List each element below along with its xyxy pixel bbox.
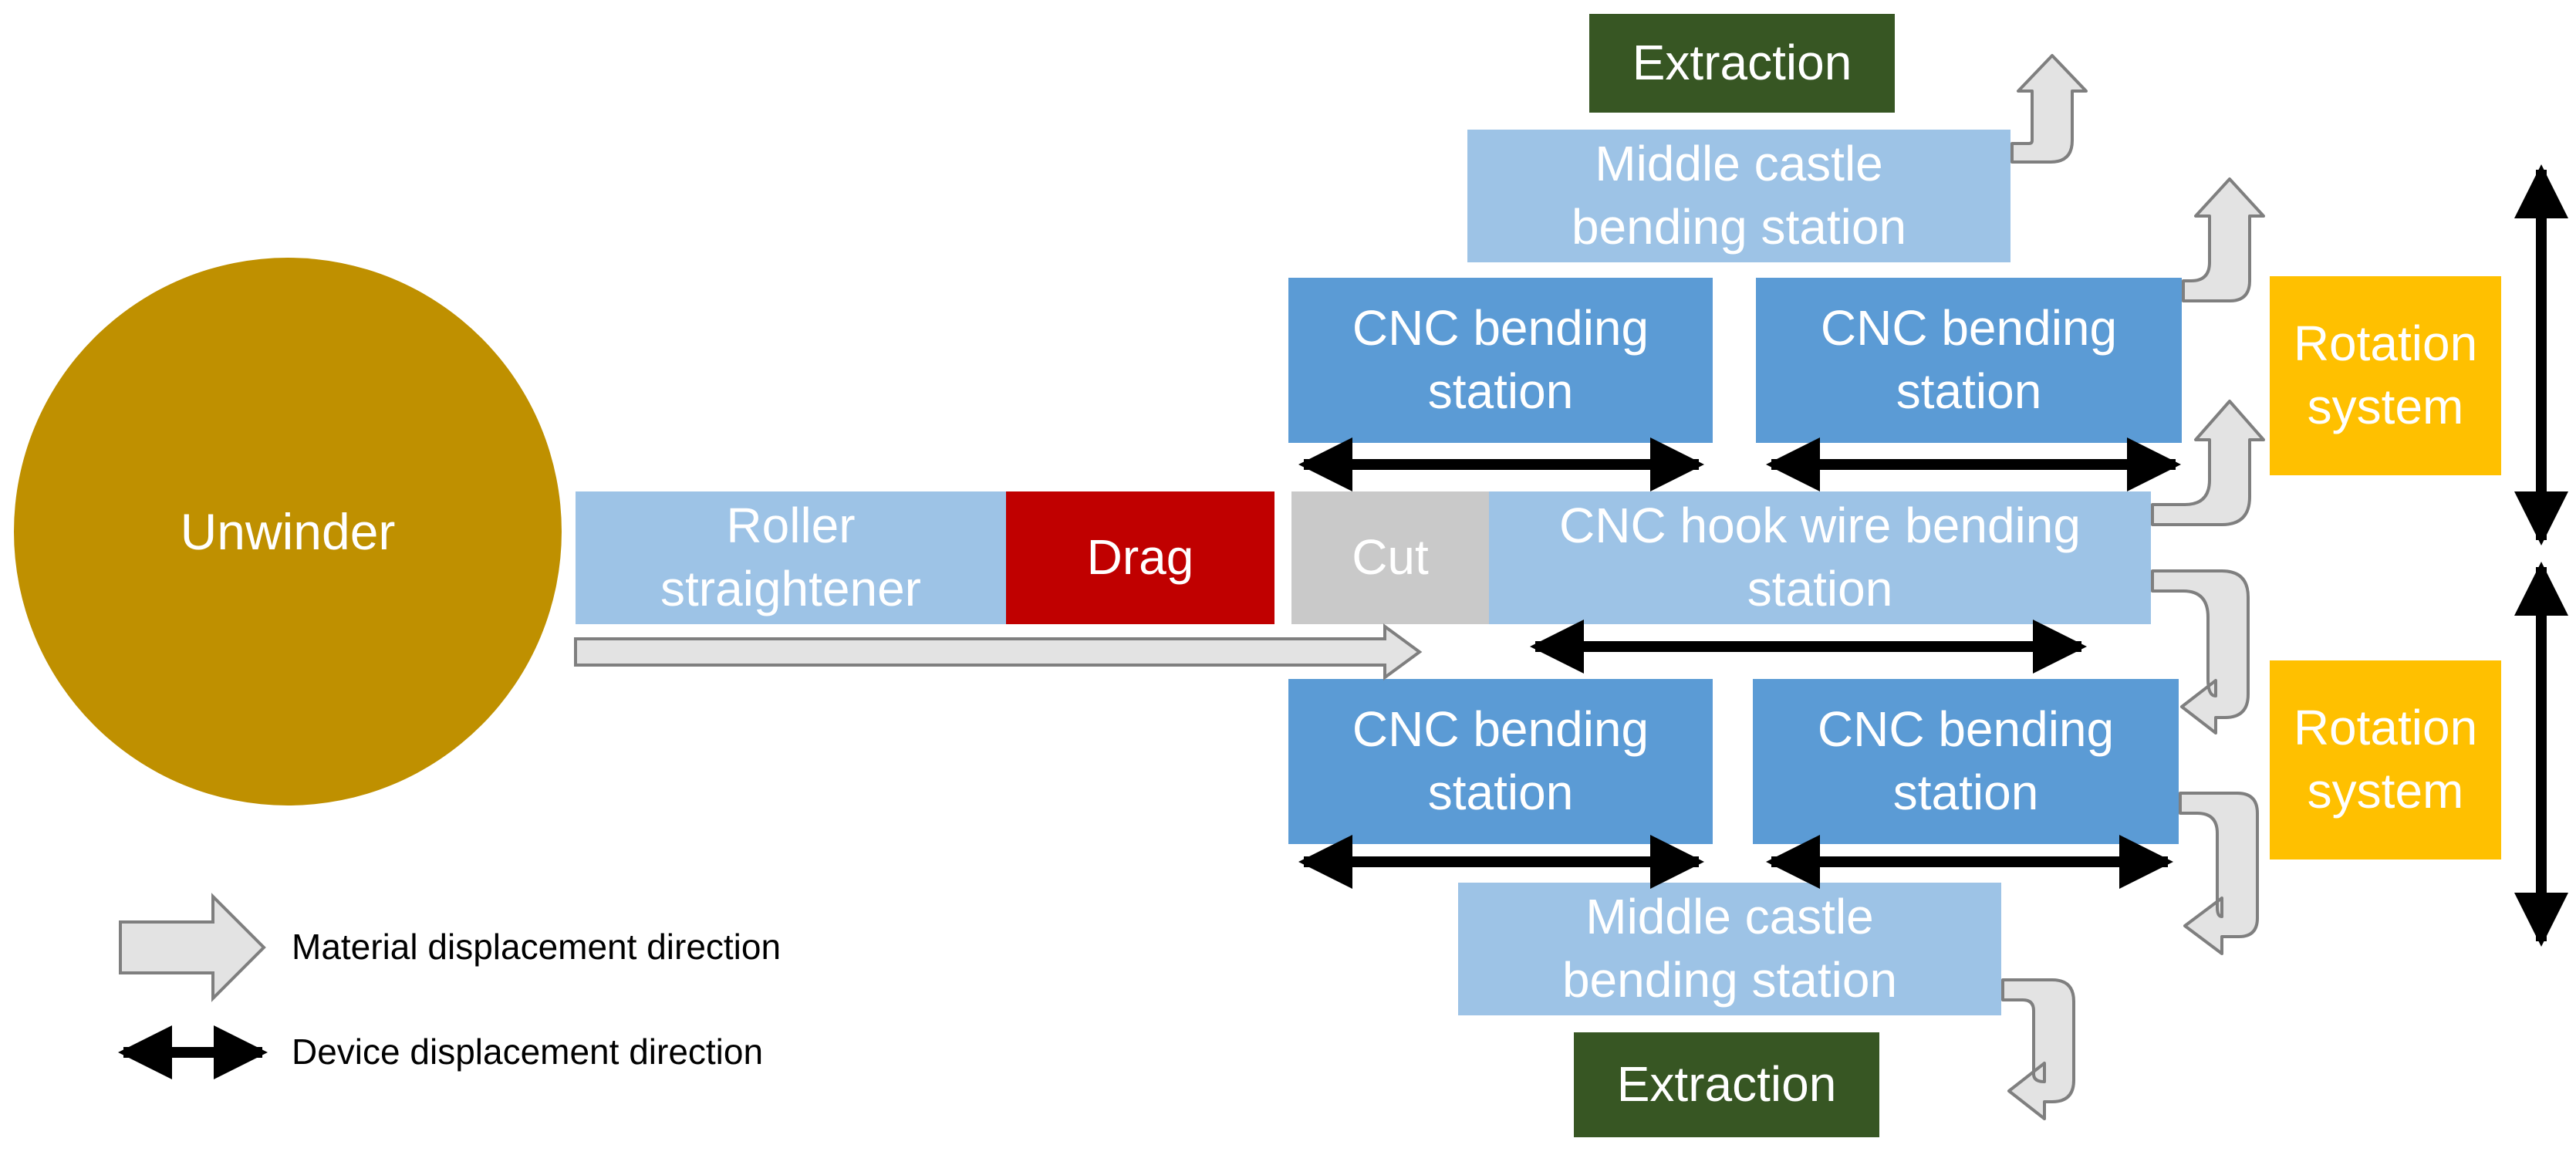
middle-castle-top-node: Middle castle bending station <box>1467 130 2010 262</box>
middle-castle-bottom-node: Middle castle bending station <box>1458 883 2001 1015</box>
cut-node: Cut <box>1291 491 1489 624</box>
legend-material-arrow-icon <box>119 893 266 1002</box>
material-flow-main-arrow <box>574 623 1423 681</box>
middle-castle-bottom-label: Middle castle bending station <box>1561 889 1898 1008</box>
roller-straightener-label: Roller straightener <box>660 498 921 616</box>
extraction-bottom-node: Extraction <box>1574 1032 1879 1137</box>
legend-material-label: Material displacement direction <box>292 927 782 967</box>
drag-node: Drag <box>1006 491 1274 624</box>
material-uturn-cnc-to-castle-bottom <box>2179 792 2259 955</box>
material-uturn-castle-to-extraction-top <box>2010 54 2088 164</box>
cnc-bending-top-right-label: CNC bending station <box>1820 300 2118 419</box>
extraction-top-node: Extraction <box>1589 14 1895 113</box>
hook-wire-bending-node: CNC hook wire bending station <box>1489 491 2151 624</box>
rotation-system-bottom-label: Rotation system <box>2293 700 2478 819</box>
roller-straightener-node: Roller straightener <box>576 491 1006 624</box>
material-uturn-castle-to-extraction-bottom <box>2001 978 2075 1120</box>
rotation-system-top-label: Rotation system <box>2293 316 2478 434</box>
material-uturn-cnc-to-castle-top <box>2182 177 2265 302</box>
cnc-bending-bottom-right-label: CNC bending station <box>1817 701 2115 820</box>
cut-label: Cut <box>1352 529 1429 586</box>
drag-label: Drag <box>1086 529 1194 586</box>
material-uturn-hookwire-to-cnc-top <box>2151 400 2265 526</box>
rotation-system-bottom-node: Rotation system <box>2270 660 2501 859</box>
cnc-bending-top-left-label: CNC bending station <box>1352 300 1649 419</box>
cnc-bending-bottom-right-node: CNC bending station <box>1753 679 2179 844</box>
extraction-bottom-label: Extraction <box>1616 1056 1837 1113</box>
cnc-bending-bottom-left-label: CNC bending station <box>1352 701 1649 820</box>
cnc-bending-top-left-node: CNC bending station <box>1288 278 1713 443</box>
rotation-system-top-node: Rotation system <box>2270 276 2501 475</box>
hook-wire-bending-label: CNC hook wire bending station <box>1559 498 2081 616</box>
extraction-top-label: Extraction <box>1632 35 1852 91</box>
middle-castle-top-label: Middle castle bending station <box>1571 136 1907 255</box>
unwinder-node: Unwinder <box>14 258 562 805</box>
cnc-bending-bottom-left-node: CNC bending station <box>1288 679 1713 844</box>
material-uturn-hookwire-to-cnc-bottom <box>2151 569 2250 735</box>
legend-device-label: Device displacement direction <box>292 1032 764 1072</box>
unwinder-label: Unwinder <box>180 503 396 560</box>
cnc-bending-top-right-node: CNC bending station <box>1756 278 2182 443</box>
